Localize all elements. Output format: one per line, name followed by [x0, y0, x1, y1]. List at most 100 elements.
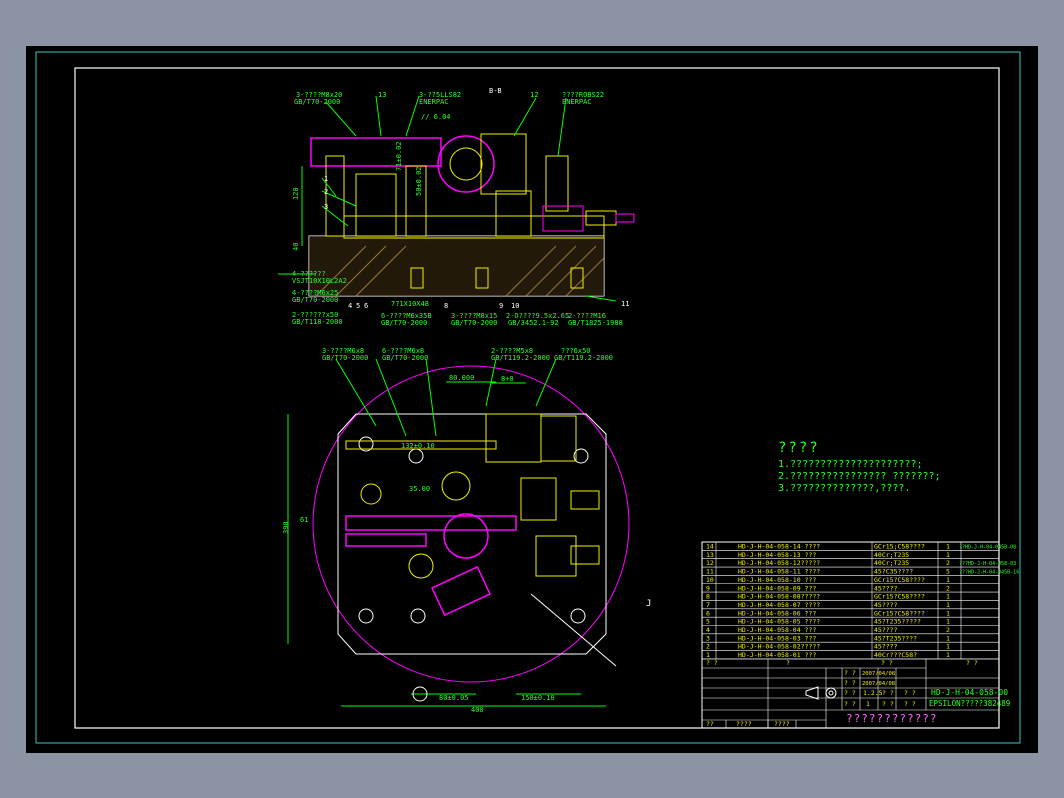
- callout-b12: 11: [621, 300, 629, 308]
- callout-c3-l1: 3-??5LLS82: [419, 91, 461, 99]
- cad-viewport[interactable]: B-B 3-????M8x20 GB/T70-2000 13 3-??5LLS8…: [26, 46, 1038, 753]
- callout-b11b: GB/T1825-1988: [568, 319, 623, 327]
- hydraulic-cylinder: [545, 155, 569, 212]
- callout-b10b: GB/3452.1-92: [508, 319, 559, 327]
- title-block: ? ? ? ? ? ? ? ? ? ? ? 2007/04/08 2007/04…: [702, 658, 1010, 728]
- front-view-labels: B-B 3-????M8x20 GB/T70-2000 13 3-??5LLS8…: [292, 87, 629, 327]
- tolerance-box: // 0.04: [421, 113, 451, 121]
- callout-c5-l1: ????ROBS22: [562, 91, 604, 99]
- part-no: 9: [706, 584, 710, 592]
- tb-date-0: 2007/04/08: [862, 671, 895, 677]
- callout-l4b: VSJT10X10L2A2: [292, 277, 347, 285]
- parts-list-grid: [702, 542, 999, 660]
- clamp-bar-2: [345, 515, 517, 531]
- cad-drawing-canvas[interactable]: B-B 3-????M8x20 GB/T70-2000 13 3-??5LLS8…: [26, 46, 1038, 753]
- part-code: HD-J-H-04-058-05 ????: [738, 618, 820, 626]
- clamp-bar-3: [345, 533, 427, 547]
- dim-80: 80±0.05: [439, 694, 469, 702]
- part-code: HD-J-H-04-058-01 ???: [738, 651, 816, 659]
- dim-v-120: 120: [292, 187, 300, 200]
- part-material: 45?C35????: [874, 568, 913, 576]
- top-view-labels: 3-????M6x8 GB/T70-2000 6-????M6x8 GB/T70…: [282, 347, 651, 714]
- part-no: 5: [706, 618, 710, 626]
- part-material: GCr15?C58????: [874, 576, 925, 584]
- tb-sheet-1: 1: [866, 700, 870, 708]
- part-no: 4: [706, 626, 710, 634]
- part-material: 40Cr???C58?: [874, 651, 917, 659]
- callout-b11a: 2-????M16: [568, 312, 606, 320]
- swing-clamp-1: [360, 483, 382, 505]
- cylinder-top: [485, 413, 542, 463]
- part-material: 45?T235?????: [874, 618, 921, 626]
- swing-clamp-2: [441, 471, 471, 501]
- tb-header-0: ? ?: [706, 659, 718, 667]
- part-code: HD-J-H-04-058-12?????: [738, 559, 820, 567]
- part-note: ???HD-J-H-04-045B-16: [959, 570, 1019, 576]
- tb-header-1: ?: [786, 659, 790, 667]
- tb-scale-3: ? ?: [904, 689, 916, 697]
- part-no: 3: [706, 634, 710, 642]
- dim-8: 8+0: [501, 375, 514, 383]
- part-no: 13: [706, 551, 714, 559]
- support-block: [355, 173, 397, 237]
- section-line: [530, 593, 617, 667]
- fitting-top-2: [570, 545, 600, 565]
- clamp-bar-1: [345, 440, 497, 450]
- tb-bottom-2: ????: [774, 720, 790, 728]
- tb-sheet-3: ? ?: [904, 700, 916, 708]
- tb-bottom-1: ????: [736, 720, 752, 728]
- callout-c3-l2: ENERPAC: [419, 98, 449, 106]
- support-column: [405, 165, 427, 237]
- tech-note-1: 1.?????????????????????;: [778, 459, 923, 470]
- part-no: 11: [706, 568, 714, 576]
- part-code: HD-J-H-04-058-11 ????: [738, 568, 820, 576]
- support-left: [325, 155, 345, 237]
- callout-b2: 5: [356, 302, 360, 310]
- tech-notes-title: ????: [778, 440, 820, 456]
- tb-scale-2: ? ?: [882, 689, 894, 697]
- part-code: HD-J-H-04-058-03 ???: [738, 634, 816, 642]
- top-view: [287, 358, 630, 707]
- rotary-clamp: [437, 135, 495, 193]
- rotary-clamp-core: [449, 147, 483, 181]
- callout-b9: 10: [511, 302, 519, 310]
- part-code: HD-J-H-04-058-04 ???: [738, 626, 816, 634]
- bolt-1: [410, 267, 424, 289]
- tb-bottom-0: ??: [706, 720, 714, 728]
- callout-l6a: 2-??????x50: [292, 311, 338, 319]
- part-no: 14: [706, 543, 714, 551]
- part-material: GCr15;C58????: [874, 543, 925, 551]
- callout-c4: 12: [530, 91, 538, 99]
- part-code: HD-J-H-04-058-10 ???: [738, 576, 816, 584]
- part-code: HD-J-H-04-058-06 ???: [738, 609, 816, 617]
- dim-390: 390: [282, 521, 290, 534]
- tv-callout-2a: 6-????M6x8: [382, 347, 424, 355]
- top-leaders: [335, 358, 557, 437]
- part-no: 10: [706, 576, 714, 584]
- callout-b4: 7?1X10X48: [391, 300, 429, 308]
- part-material: GCr15?C58????: [874, 593, 925, 601]
- dim-80000: 80.000: [449, 374, 474, 382]
- parts-list-frame: [701, 541, 1000, 729]
- part-no: 8: [706, 593, 710, 601]
- part-qty: 1: [946, 618, 950, 626]
- part-qty: 1: [946, 551, 950, 559]
- bolt-2: [475, 267, 489, 289]
- part-qty: 1: [946, 609, 950, 617]
- manifold: [542, 205, 584, 232]
- tv-callout-3b: GB/T119.2-2000: [491, 354, 550, 362]
- cylinder-top-2: [540, 415, 577, 462]
- callout-b6b: GB/T70-2000: [381, 319, 427, 327]
- part-code: HD-J-H-04-058-13 ???: [738, 551, 816, 559]
- tv-callout-1a: 3-????M6x8: [322, 347, 364, 355]
- front-leaders: [321, 95, 617, 302]
- part-code: HD-J-H-04-058-02?????: [738, 643, 820, 651]
- callout-c1-l1: 3-????M8x20: [296, 91, 342, 99]
- tb-mark-1: ? ?: [844, 679, 856, 687]
- dim-v-71: 71±0.02: [395, 141, 403, 171]
- callout-b8: 9: [499, 302, 503, 310]
- part-note: ???HD-J-H-04-058-03: [959, 561, 1016, 567]
- company-name: EPSILON?????382489: [929, 699, 1010, 708]
- dim-400: 400: [471, 706, 484, 714]
